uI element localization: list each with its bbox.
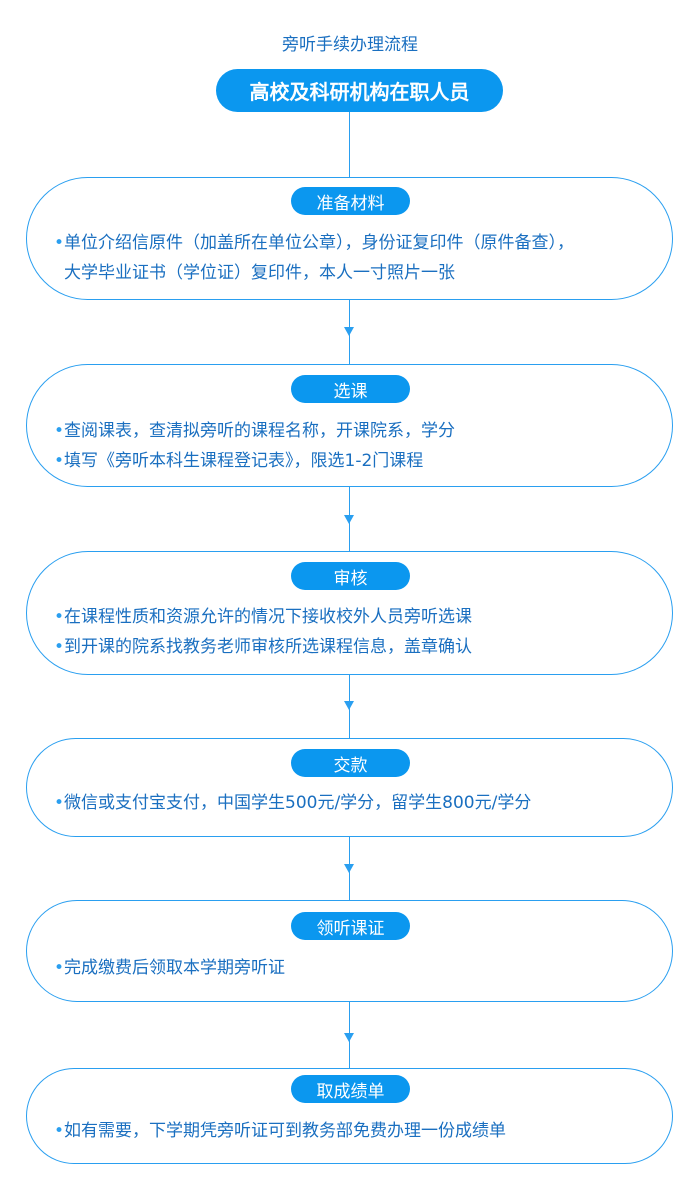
list-item: •在课程性质和资源允许的情况下接收校外人员旁听选课: [54, 602, 654, 632]
list-item: 大学毕业证书（学位证）复印件，本人一寸照片一张: [64, 263, 455, 283]
list-item: •微信或支付宝支付，中国学生500元/学分，留学生800元/学分: [54, 788, 654, 818]
step-box-prepare-materials: [26, 177, 673, 300]
bullet-icon: •: [54, 451, 65, 471]
list-item: •填写《旁听本科生课程登记表》，限选1-2门课程: [54, 446, 654, 476]
step-items-prepare-materials: •单位介绍信原件（加盖所在单位公章），身份证复印件（原件备查）， 大学毕业证书（…: [54, 228, 654, 288]
bullet-icon: •: [54, 793, 65, 813]
start-node: 高校及科研机构在职人员: [216, 69, 503, 112]
step-label-select-course: 选课: [291, 375, 410, 403]
step-items-select-course: •查阅课表，查清拟旁听的课程名称，开课院系，学分 •填写《旁听本科生课程登记表》…: [54, 416, 654, 476]
list-item: •如有需要，下学期凭旁听证可到教务部免费办理一份成绩单: [54, 1116, 654, 1146]
connector-arrow: [344, 515, 354, 524]
step-label-get-permit: 领听课证: [291, 912, 410, 940]
connector-line: [349, 112, 351, 177]
bullet-icon: •: [54, 1121, 65, 1141]
step-items-review: •在课程性质和资源允许的情况下接收校外人员旁听选课 •到开课的院系找教务老师审核…: [54, 602, 654, 662]
connector-arrow: [344, 864, 354, 873]
connector-arrow: [344, 327, 354, 336]
connector-arrow: [344, 701, 354, 710]
step-items-payment: •微信或支付宝支付，中国学生500元/学分，留学生800元/学分: [54, 788, 654, 818]
list-item: •完成缴费后领取本学期旁听证: [54, 953, 654, 983]
bullet-icon: •: [54, 607, 65, 627]
connector-arrow: [344, 1033, 354, 1042]
step-label-prepare-materials: 准备材料: [291, 187, 410, 215]
bullet-icon: •: [54, 421, 65, 441]
flowchart-title: 旁听手续办理流程: [282, 35, 418, 55]
step-label-transcript: 取成绩单: [291, 1075, 410, 1103]
step-items-transcript: •如有需要，下学期凭旁听证可到教务部免费办理一份成绩单: [54, 1116, 654, 1146]
step-label-review: 审核: [291, 562, 410, 590]
list-item: •查阅课表，查清拟旁听的课程名称，开课院系，学分: [54, 416, 654, 446]
bullet-icon: •: [54, 233, 65, 253]
bullet-icon: •: [54, 637, 65, 657]
step-label-payment: 交款: [291, 749, 410, 777]
list-item: •单位介绍信原件（加盖所在单位公章），身份证复印件（原件备查），: [54, 228, 654, 258]
step-items-get-permit: •完成缴费后领取本学期旁听证: [54, 953, 654, 983]
bullet-icon: •: [54, 958, 65, 978]
list-item: •到开课的院系找教务老师审核所选课程信息，盖章确认: [54, 632, 654, 662]
